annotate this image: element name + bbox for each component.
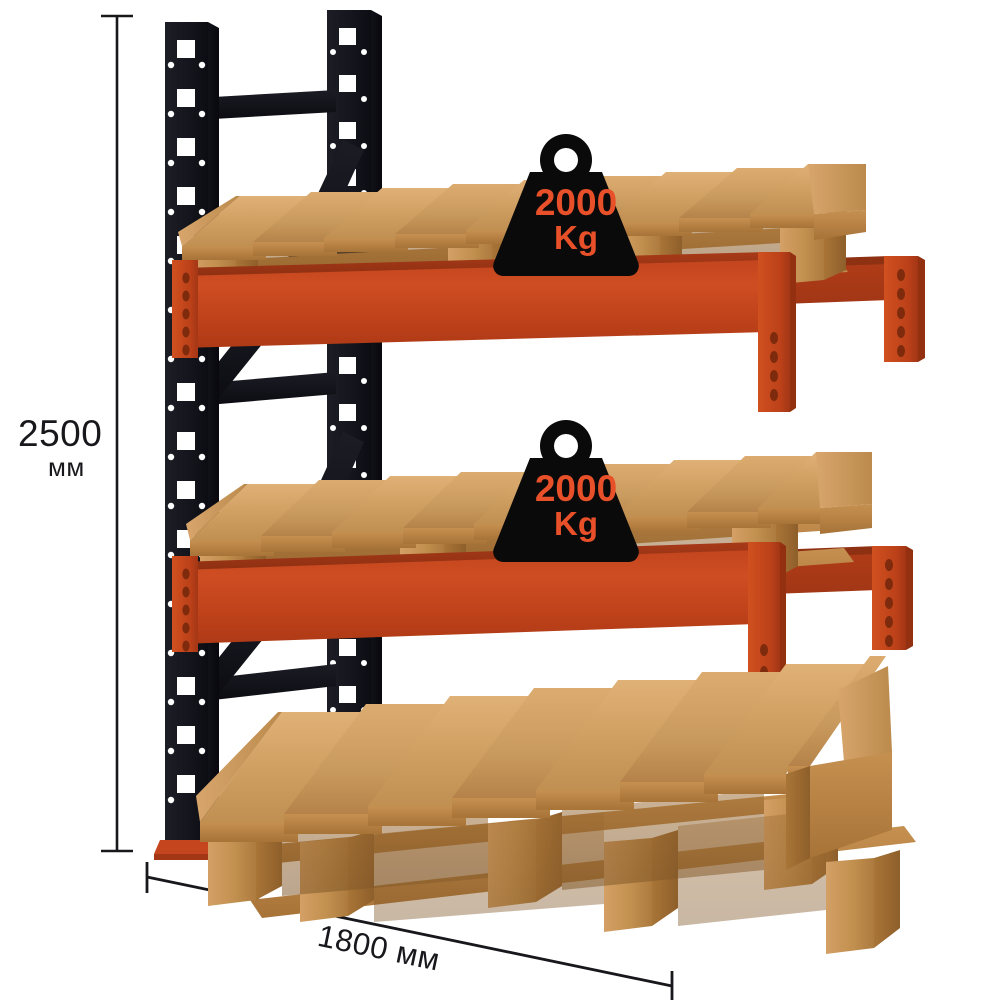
height-dimension-value: 2500: [18, 413, 103, 454]
height-dimension-unit: мм: [48, 452, 85, 482]
load-badge-top: [493, 134, 639, 276]
pallet-top-deck-slats: [178, 164, 866, 260]
shelf-middle: [172, 452, 913, 758]
load-badge-top-unit: Kg: [554, 219, 598, 256]
frame-horizontal-braces: [196, 90, 336, 702]
weight-body-icon: [493, 172, 639, 276]
load-badge-top-quantity: 2000: [534, 182, 618, 223]
load-badge-middle: [493, 420, 639, 562]
front-upright-column: [165, 22, 219, 842]
load-badge-middle-quantity: 2000: [534, 468, 618, 509]
weight-body-icon: [493, 458, 639, 562]
load-badge-middle-unit: Kg: [554, 505, 598, 542]
height-dimension-line: [101, 14, 133, 853]
pallet-bottom: [196, 656, 916, 954]
pallet-bottom-deck-slats: [196, 656, 892, 870]
